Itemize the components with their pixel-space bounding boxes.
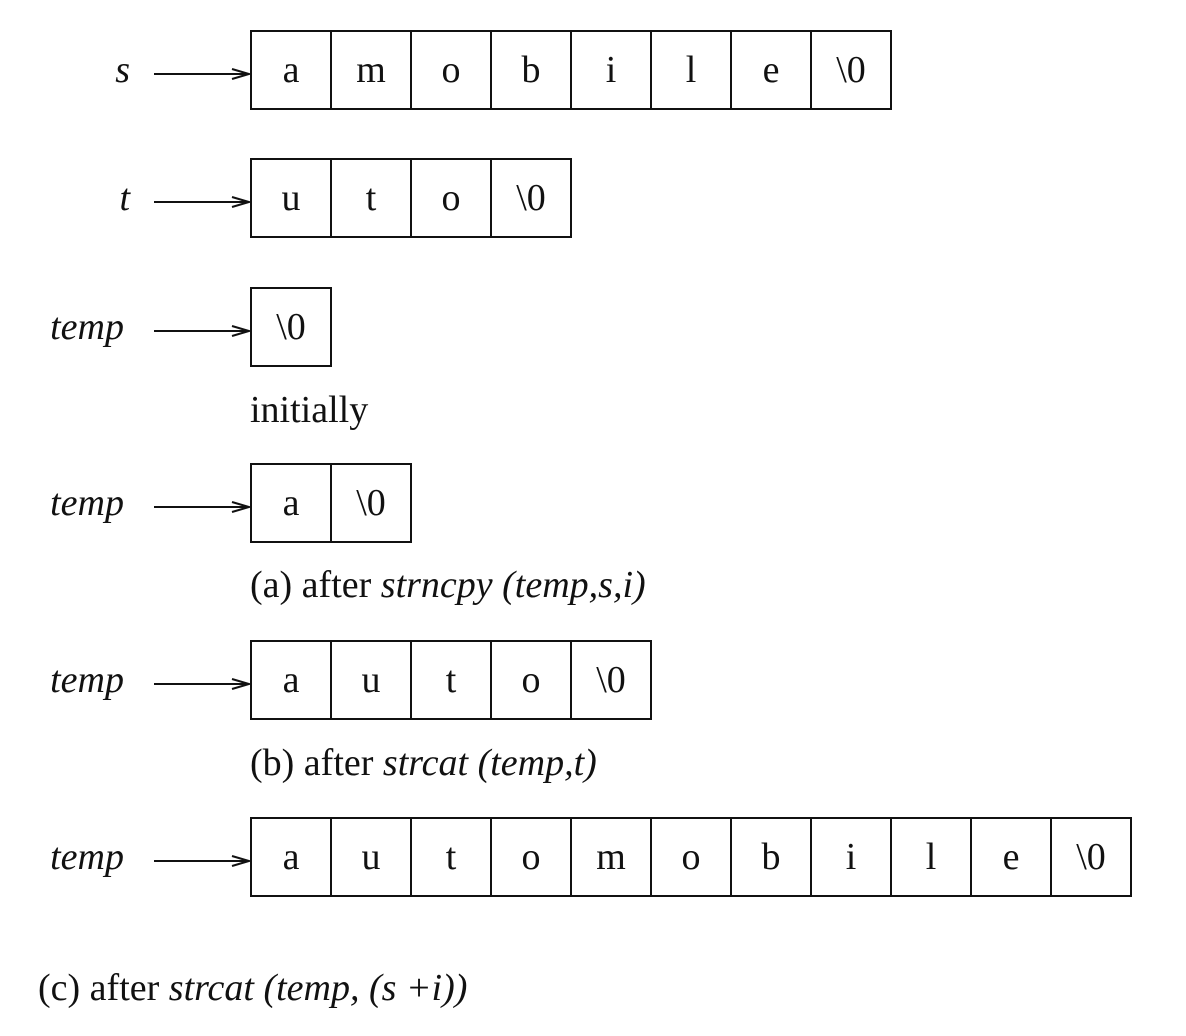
char-array-s: a m o b i l e \0: [250, 30, 892, 110]
char-cell: o: [412, 32, 492, 108]
char-cell: t: [332, 160, 412, 236]
char-cell: e: [732, 32, 812, 108]
arrow-icon: [154, 325, 250, 337]
char-cell: \0: [516, 177, 546, 219]
char-cell: e: [972, 819, 1052, 895]
arrow-icon: [154, 196, 250, 208]
caption-b: (b) after strcat (temp,t): [250, 741, 597, 787]
char-cell: \0: [276, 306, 306, 348]
caption-a-func: strncpy: [380, 564, 493, 606]
row-temp-strcat-s: temp a u t o m o b i l e \0: [0, 817, 1186, 897]
char-cell: o: [652, 819, 732, 895]
char-array-temp-a: a \0: [250, 463, 412, 543]
char-cell: \0: [596, 659, 626, 701]
char-array-temp-b: a u t o \0: [250, 640, 652, 720]
char-cell: m: [332, 32, 412, 108]
caption-a-prefix: (a) after: [250, 564, 381, 606]
char-cell: u: [332, 642, 412, 718]
char-cell: a: [252, 642, 332, 718]
caption-c-func: strcat: [168, 967, 254, 1009]
char-cell: l: [652, 32, 732, 108]
char-array-temp-initial: \0: [250, 287, 332, 367]
row-s: s a m o b i l e \0: [0, 30, 1186, 110]
char-cell: o: [492, 642, 572, 718]
char-cell: b: [732, 819, 812, 895]
caption-c: (c) after strcat (temp, (s +i)): [38, 966, 467, 1012]
row-t: t u t o \0: [0, 158, 1186, 238]
char-cell: t: [412, 819, 492, 895]
char-cell: i: [572, 32, 652, 108]
char-cell: t: [412, 642, 492, 718]
row-temp-strncpy: temp a \0: [0, 463, 1186, 543]
var-label-temp: temp: [50, 659, 124, 701]
char-cell: l: [892, 819, 972, 895]
arrow-icon: [154, 501, 250, 513]
char-cell: a: [252, 32, 332, 108]
arrow-icon: [154, 678, 250, 690]
char-cell: o: [412, 160, 492, 236]
var-label-temp: temp: [50, 482, 124, 524]
char-cell: m: [572, 819, 652, 895]
char-array-t: u t o \0: [250, 158, 572, 238]
row-temp-initial: temp \0: [0, 287, 1186, 367]
char-cell: b: [492, 32, 572, 108]
var-label-temp: temp: [50, 836, 124, 878]
caption-a-args: (temp,s,i): [492, 564, 646, 606]
caption-a: (a) after strncpy (temp,s,i): [250, 563, 646, 609]
arrow-icon: [154, 855, 250, 867]
caption-c-args: (temp, (s +i)): [253, 967, 468, 1009]
var-label-s: s: [115, 49, 130, 91]
arrow-icon: [154, 68, 250, 80]
caption-b-func: strcat: [382, 742, 469, 784]
char-cell: u: [332, 819, 412, 895]
char-cell: u: [252, 160, 332, 236]
char-cell: a: [252, 465, 332, 541]
char-cell: a: [252, 819, 332, 895]
caption-initially: initially: [250, 389, 369, 431]
char-array-temp-c: a u t o m o b i l e \0: [250, 817, 1132, 897]
caption-b-args: (temp,t): [468, 742, 597, 784]
row-temp-strcat-t: temp a u t o \0: [0, 640, 1186, 720]
caption-c-prefix: (c) after: [38, 967, 169, 1009]
char-cell: \0: [1076, 836, 1106, 878]
caption-b-prefix: (b) after: [250, 742, 383, 784]
char-cell: i: [812, 819, 892, 895]
var-label-t: t: [119, 177, 130, 219]
char-cell: o: [492, 819, 572, 895]
var-label-temp: temp: [50, 306, 124, 348]
char-cell: \0: [356, 482, 386, 524]
char-cell: \0: [836, 49, 866, 91]
